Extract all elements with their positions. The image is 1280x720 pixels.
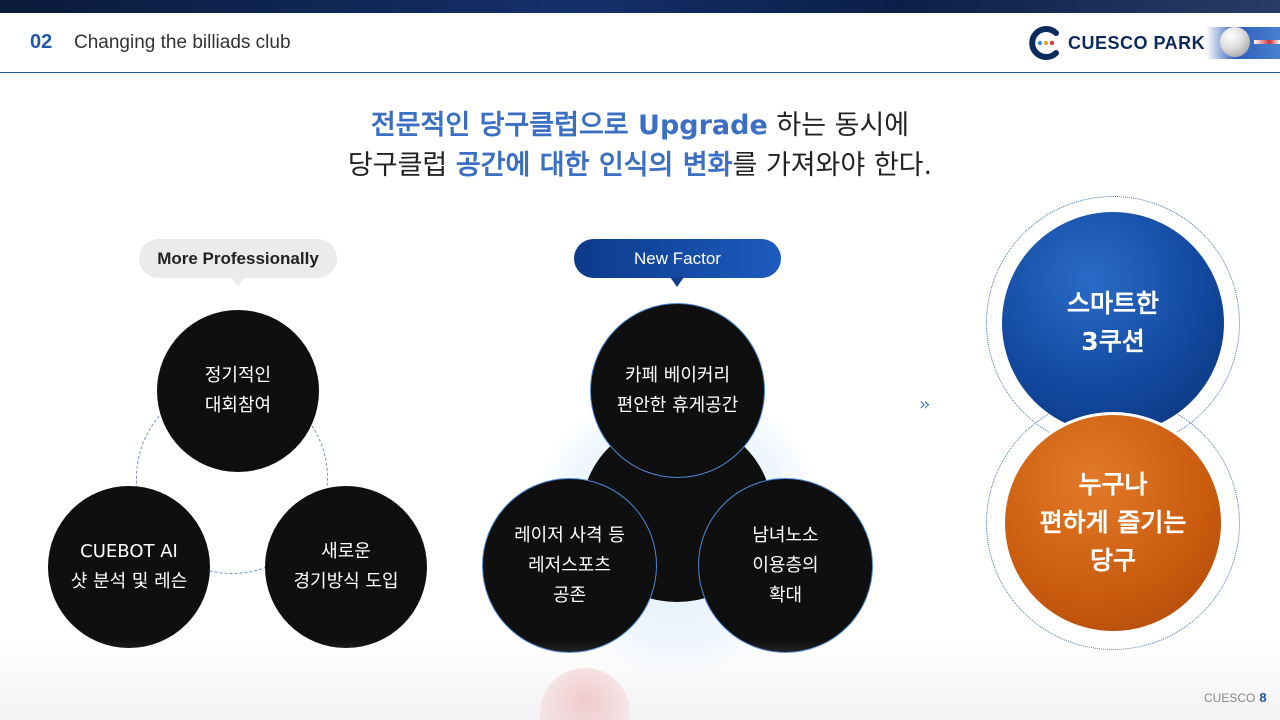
cuebot-ai-circle: CUEBOT AI 샷 분석 및 레슨 (48, 486, 210, 648)
new-game-mode-circle: 새로운 경기방식 도입 (265, 486, 427, 648)
leisure-sports-circle: 레이저 사격 등 레저스포츠 공존 (482, 478, 657, 653)
brand-logo: CUESCO PARK (1026, 25, 1280, 61)
easy-billiards-circle: 누구나 편하게 즐기는 당구 (1002, 412, 1224, 634)
more-professionally-label: More Professionally (139, 239, 337, 287)
headline-line-2: 당구클럽 공간에 대한 인식의 변화를 가져와야 한다. (347, 150, 933, 181)
cafe-bakery-circle: 카페 베이커리 편안한 휴게공간 (590, 303, 765, 478)
smart-3cushion-circle: 스마트한 3쿠션 (1002, 212, 1224, 434)
headline-line-1: 전문적인 당구클럽으로 Upgrade 하는 동시에 (370, 110, 910, 141)
new-factor-label: New Factor (574, 239, 781, 287)
user-expansion-circle: 남녀노소 이용층의 확대 (698, 478, 873, 653)
headline: 전문적인 당구클럽으로 Upgrade 하는 동시에 당구클럽 공간에 대한 인… (0, 106, 1280, 186)
top-decor-bar (0, 0, 1280, 13)
section-title: Changing the billiads club (74, 32, 291, 53)
section-number: 02 (30, 31, 53, 53)
double-chevron-right-icon: ›› (919, 394, 931, 415)
cuesco-c-logo-icon (1029, 26, 1059, 60)
page-number: 8 (1259, 690, 1267, 705)
billiard-ball-graphic (1206, 27, 1280, 59)
slide-header: 02 Changing the billiads club CUESCO PAR… (0, 13, 1280, 73)
regular-tournament-circle: 정기적인 대회참여 (157, 310, 319, 472)
background-fade (0, 640, 1280, 720)
logo-text: CUESCO PARK (1068, 33, 1206, 53)
